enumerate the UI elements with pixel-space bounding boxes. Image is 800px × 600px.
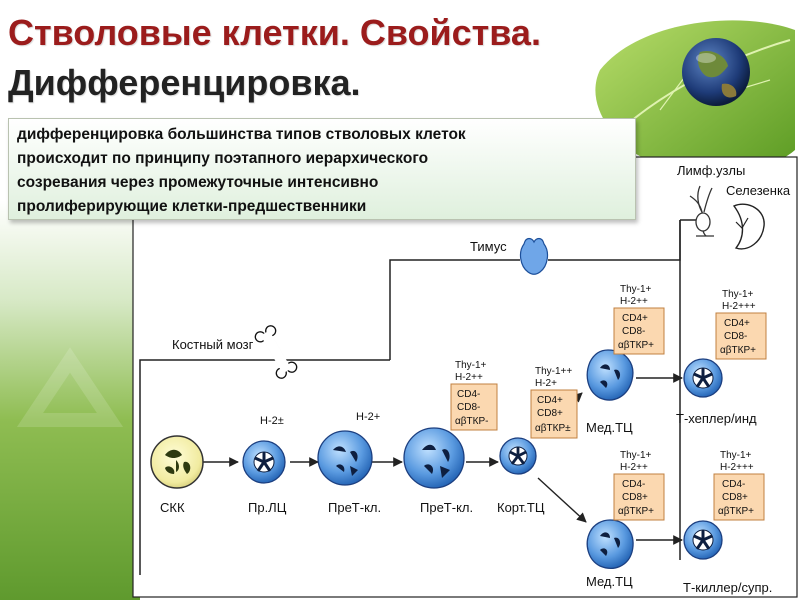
cell-pret1 (317, 430, 373, 486)
cell-label-pret2: ПреТ-кл. (420, 500, 473, 515)
marker-text: H-2++ (620, 296, 648, 307)
marker-text: CD8+ (622, 492, 648, 503)
marker-box (613, 307, 665, 355)
marker-group-killer: Thy-1+ H-2+++ CD4- CD8+ αβТКР+ (713, 450, 765, 521)
marker-text: CD8+ (722, 492, 748, 503)
marker-group-pret2: Thy-1+ H-2++ CD4- CD8- αβТКР- (450, 360, 498, 431)
description-box: дифференцировка большинства типов стволо… (8, 118, 636, 220)
cell-label-kort: Корт.ТЦ (497, 500, 545, 515)
page-title: Стволовые клетки. Свойства. (8, 12, 541, 53)
label-spleen: Селезенка (726, 183, 791, 198)
marker-text: H-2+++ (722, 301, 756, 312)
pathway-lines (139, 219, 700, 575)
marker-text: CD8+ (537, 408, 563, 419)
marker-box (530, 389, 578, 439)
marker-text: CD4+ (537, 395, 563, 406)
marker-text: Thy-1+ (620, 450, 652, 461)
watermark-icon (16, 347, 124, 427)
cell-med-bottom (586, 519, 634, 569)
marker-h2-plus: Н-2+ (356, 411, 380, 423)
description-line: происходит по принципу поэтапного иерарх… (17, 150, 429, 167)
description-line: дифференцировка большинства типов стволо… (17, 126, 466, 143)
marker-group-helper: Thy-1+ H-2+++ CD4+ CD8- αβТКР+ (715, 289, 767, 360)
marker-text: CD8- (457, 402, 480, 413)
marker-text: Thy-1+ (722, 289, 754, 300)
label-thymus: Тимус (470, 239, 507, 254)
cell-label-pret1: ПреТ-кл. (328, 500, 381, 515)
marker-text: αβТКР+ (718, 506, 754, 517)
cell-helper (683, 358, 723, 398)
cell-med-top (586, 349, 634, 401)
marker-text: H-2++ (620, 462, 648, 473)
thymus-icon (519, 237, 549, 275)
marker-box (713, 473, 765, 521)
marker-box (715, 312, 767, 360)
marker-group-kort: Thy-1++ H-2+ CD4+ CD8+ αβТКР± (530, 366, 578, 439)
marker-text: Thy-1+ (720, 450, 752, 461)
label-bone-marrow: Костный мозг (172, 337, 254, 352)
cell-label-skk: СКК (160, 500, 185, 515)
cell-kort (499, 437, 537, 475)
marker-text: CD8- (724, 331, 747, 342)
marker-text: Thy-1+ (455, 360, 487, 371)
marker-group-med-bottom: Thy-1+ H-2++ CD4- CD8+ αβТКР+ (613, 450, 665, 521)
cell-label-pr-lc: Пр.ЛЦ (248, 500, 287, 515)
marker-text: CD4+ (622, 313, 648, 324)
marker-h2-plusminus: Н-2± (260, 415, 284, 427)
marker-text: CD4- (622, 479, 645, 490)
marker-group-med-top: Thy-1+ H-2++ CD4+ CD8- αβТКР+ (613, 284, 665, 355)
marker-text: CD4- (722, 479, 745, 490)
marker-box (450, 383, 498, 431)
spleen-icon (732, 203, 765, 250)
leaf-globe-icon (595, 20, 795, 175)
lymph-node-icon (689, 185, 714, 237)
marker-text: CD8- (622, 326, 645, 337)
label-lymph-nodes: Лимф.узлы (677, 163, 745, 178)
cell-pret2 (403, 427, 465, 489)
description-line: созревания через промежуточные интенсивн… (17, 174, 379, 191)
bone-icon (254, 325, 298, 379)
marker-text: H-2++ (455, 372, 483, 383)
marker-text: CD4- (457, 389, 480, 400)
marker-text: H-2+ (535, 378, 557, 389)
cell-killer (683, 520, 723, 560)
marker-box (613, 473, 665, 521)
cell-label-med-bottom: Мед.ТЦ (586, 574, 633, 589)
marker-text: αβТКР+ (720, 345, 756, 356)
cell-label-killer: Т-киллер/супр. (683, 580, 772, 595)
marker-text: Thy-1+ (620, 284, 652, 295)
cell-label-med-top: Мед.ТЦ (586, 420, 633, 435)
page-subtitle: Дифференцировка. (8, 62, 361, 103)
marker-text: Thy-1++ (535, 366, 572, 377)
marker-text: αβТКР± (535, 423, 571, 434)
cell-pr-lc (242, 440, 286, 484)
marker-text: CD4+ (724, 318, 750, 329)
cell-label-helper: Т-хеплер/инд (676, 411, 757, 426)
marker-text: H-2+++ (720, 462, 754, 473)
marker-text: αβТКР+ (618, 506, 654, 517)
stem-cell-icon (150, 435, 204, 489)
marker-text: αβТКР+ (618, 340, 654, 351)
description-line: пролиферирующие клетки-предшественники (17, 198, 367, 215)
marker-text: αβТКР- (455, 416, 488, 427)
